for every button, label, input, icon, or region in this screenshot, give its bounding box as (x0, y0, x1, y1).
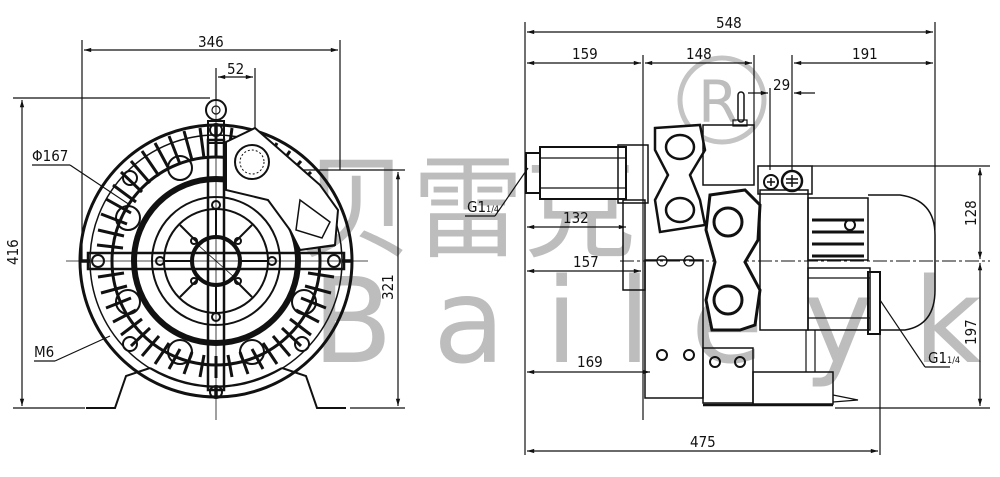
registered-circle-icon (677, 55, 767, 145)
dim-eyebolt-offset: 52 (227, 60, 244, 78)
right-port-label: G11/4 (928, 349, 960, 367)
dim-overall-height: 416 (4, 239, 22, 265)
dim-to-flange: 157 (573, 253, 599, 271)
registered-mark: R (698, 68, 738, 136)
dim-inlet-length: 132 (563, 209, 589, 227)
dim-to-foot: 169 (577, 353, 603, 371)
dim-flange-diameter: Φ167 (32, 147, 68, 165)
dim-terminal-offset: 29 (773, 76, 790, 94)
dim-overall-length: 548 (716, 14, 742, 32)
dim-upper-height: 128 (962, 200, 980, 226)
watermark: 贝雷克 Baileyk R (300, 55, 1000, 390)
front-view (13, 40, 405, 420)
watermark-latin: Baileyk (312, 252, 1000, 390)
dim-seg-c: 191 (852, 45, 878, 63)
left-port-label: G11/4 (467, 198, 499, 216)
side-view (465, 22, 990, 455)
dim-seg-b: 148 (686, 45, 712, 63)
dim-center-to-base: 321 (379, 274, 397, 300)
dim-lower-height: 197 (962, 319, 980, 345)
dim-mount-thread: M6 (34, 343, 54, 361)
dim-seg-a: 159 (572, 45, 598, 63)
dim-overall-width: 346 (198, 33, 224, 51)
dim-base-length: 475 (690, 433, 716, 451)
